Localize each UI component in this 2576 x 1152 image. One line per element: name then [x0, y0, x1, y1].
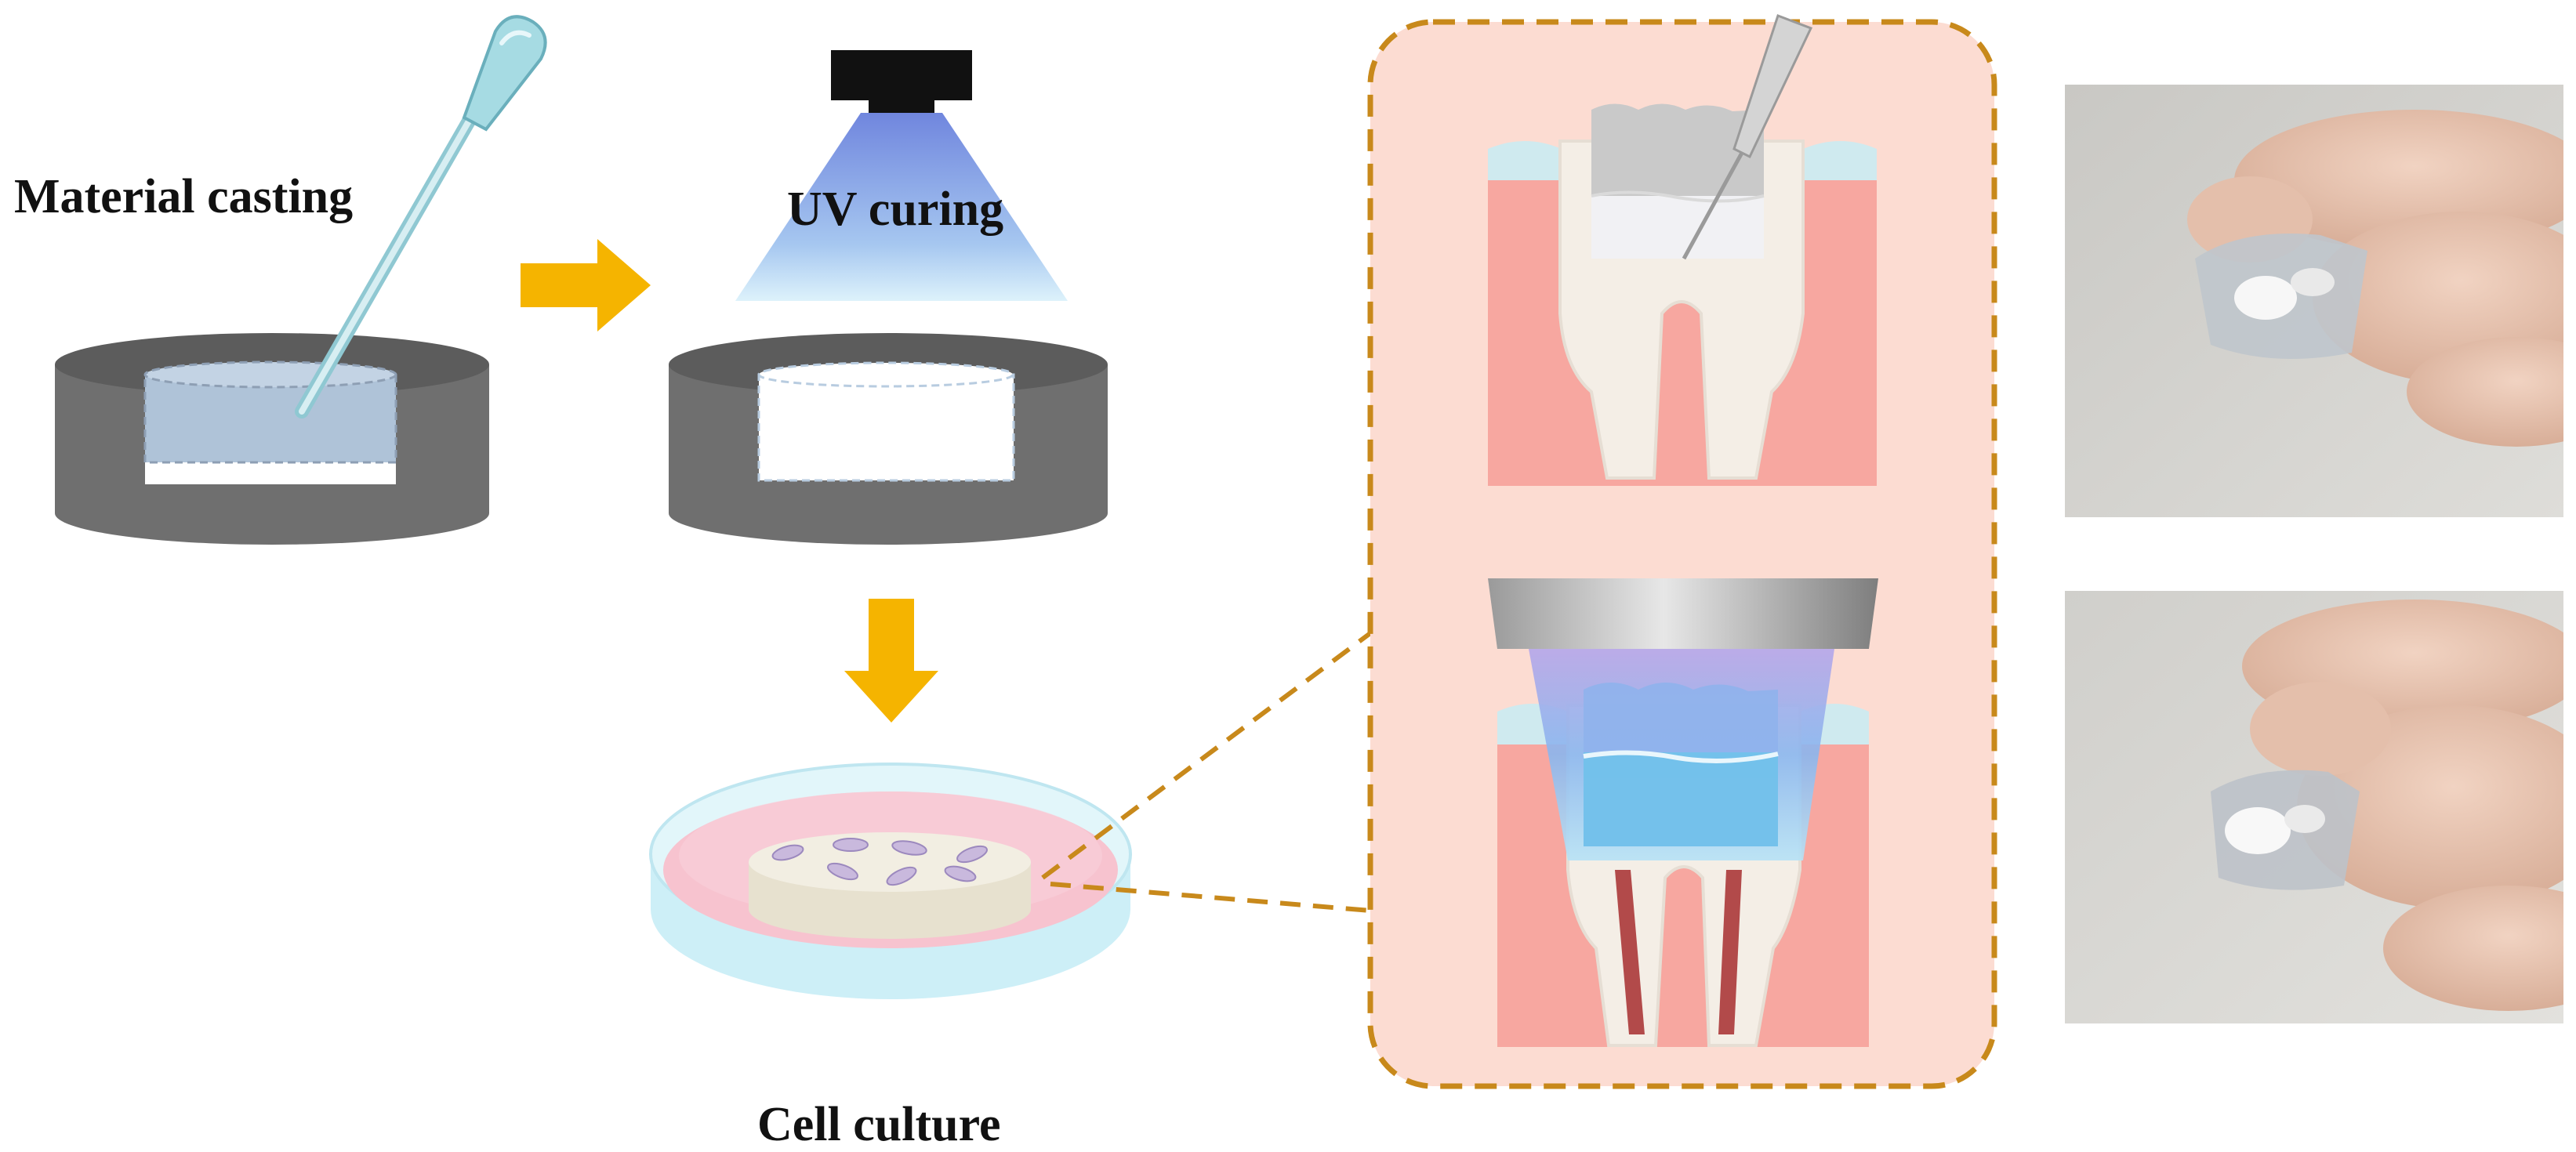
arrow-down-icon — [844, 599, 938, 723]
cured-mold — [669, 333, 1108, 545]
arrow-right-icon — [521, 239, 651, 331]
cell-culture-label: Cell culture — [757, 1098, 1001, 1151]
cell-icon — [771, 838, 988, 886]
tooth-icon — [1488, 14, 1877, 486]
callout-lines — [1041, 631, 1372, 913]
syringe-icon — [1682, 14, 1813, 260]
pipette-icon — [295, 15, 547, 418]
tooth-icon — [1488, 578, 1878, 1047]
hand-holding-sample-photo-1 — [2065, 85, 2563, 517]
casting-mold — [55, 333, 489, 545]
hand-holding-sample-photo-2 — [2065, 591, 2563, 1023]
petri-dish — [649, 763, 1132, 999]
material-casting-label: Material casting — [14, 170, 354, 223]
uv-curing-label: UV curing — [787, 183, 1004, 236]
uv-lamp-icon — [735, 50, 1068, 301]
